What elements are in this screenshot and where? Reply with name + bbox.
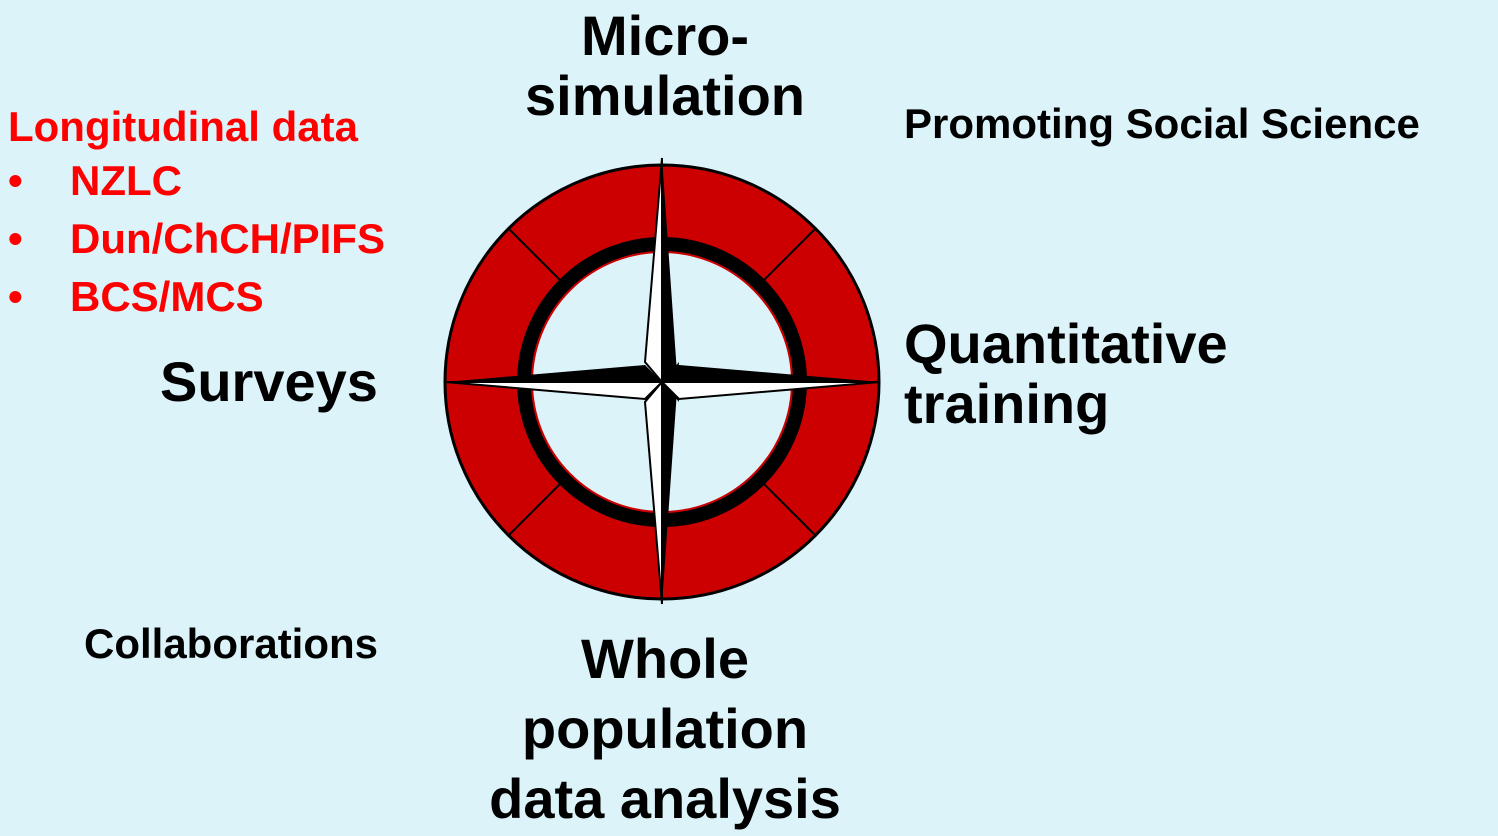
bullet-icon: • — [8, 157, 23, 204]
list-item: • Dun/ChCH/PIFS — [8, 210, 385, 268]
east-line-2: training — [904, 372, 1110, 435]
bullet-icon: • — [8, 273, 23, 320]
compass-label-south: Whole population data analysis — [420, 624, 910, 834]
south-line-1: Whole — [581, 627, 749, 690]
compass-label-east: Quantitative training — [904, 314, 1228, 434]
compass-label-north: Micro- simulation — [440, 6, 890, 126]
list-item-label: Dun/ChCH/PIFS — [70, 215, 385, 262]
star-east-dark — [662, 365, 880, 382]
star-south-dark — [662, 362, 679, 604]
longitudinal-heading: Longitudinal data — [8, 103, 358, 150]
star-north-dark — [662, 158, 679, 402]
longitudinal-list: • NZLC • Dun/ChCH/PIFS • BCS/MCS — [8, 152, 385, 326]
south-line-2: population — [521, 697, 809, 760]
star-west-dark — [445, 365, 662, 382]
east-line-1: Quantitative — [904, 312, 1228, 375]
longitudinal-data-block: Longitudinal data • NZLC • Dun/ChCH/PIFS… — [8, 102, 385, 326]
south-line-3: data analysis — [489, 767, 841, 830]
north-line-1: Micro- — [581, 4, 749, 67]
list-item-label: BCS/MCS — [70, 273, 264, 320]
corner-label-collaborations: Collaborations — [84, 620, 379, 667]
north-line-2: simulation — [524, 64, 806, 127]
bullet-icon: • — [8, 215, 23, 262]
list-item: • BCS/MCS — [8, 268, 385, 326]
list-item: • NZLC — [8, 152, 385, 210]
corner-label-promoting-social-science: Promoting Social Science — [904, 100, 1420, 147]
compass-label-west: Surveys — [160, 350, 378, 413]
list-item-label: NZLC — [70, 157, 182, 204]
